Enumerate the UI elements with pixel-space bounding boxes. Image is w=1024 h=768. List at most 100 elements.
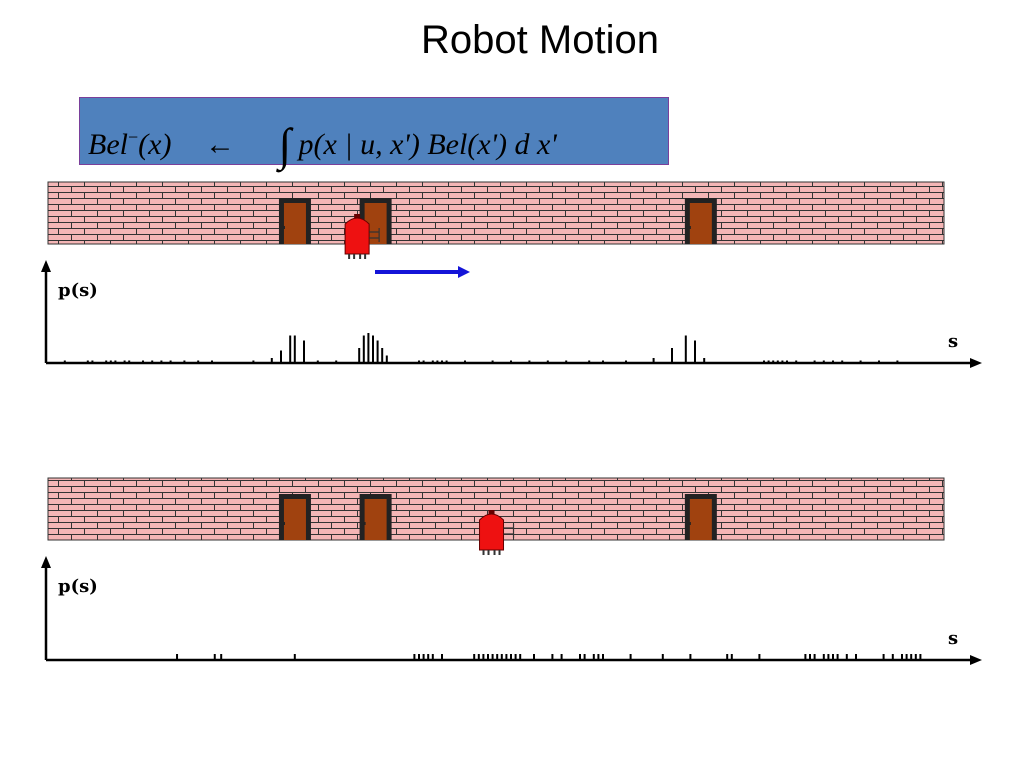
histogram-bar bbox=[293, 654, 296, 660]
y-axis-arrowhead bbox=[41, 260, 51, 272]
formula-arrow: ← bbox=[204, 128, 235, 161]
door-handle bbox=[686, 522, 691, 525]
robot-icon bbox=[479, 510, 515, 555]
histogram-bar bbox=[362, 335, 365, 363]
prediction-formula: Bel−(x) ← ∫ p(x | u, x') Bel(x') d x' bbox=[88, 112, 557, 170]
x-axis-label: s bbox=[948, 628, 958, 649]
robot-icon bbox=[344, 214, 380, 259]
histogram-bar bbox=[183, 360, 186, 363]
histogram-bar bbox=[832, 360, 834, 363]
histogram-bar bbox=[602, 360, 604, 363]
y-axis-arrowhead bbox=[41, 556, 51, 568]
histogram-bar bbox=[142, 360, 144, 363]
door bbox=[278, 198, 311, 244]
histogram-bar bbox=[491, 360, 494, 363]
robot-sensor bbox=[503, 524, 515, 538]
histogram-bar bbox=[813, 360, 816, 363]
y-axis-label: p(s) bbox=[58, 280, 98, 301]
histogram-bar bbox=[303, 340, 305, 363]
formula-lhs-superscript: − bbox=[127, 127, 139, 147]
histogram-bar bbox=[220, 654, 223, 660]
histogram-bar bbox=[482, 654, 485, 660]
histogram-bar bbox=[905, 654, 908, 660]
door-handle bbox=[280, 226, 285, 229]
histogram-bar bbox=[592, 654, 595, 660]
motion-panel-before: p(s)s bbox=[41, 181, 982, 368]
histogram-bar bbox=[841, 360, 844, 363]
histogram-bar bbox=[289, 335, 292, 363]
robot-wheel bbox=[364, 254, 367, 259]
histogram-bar bbox=[684, 335, 687, 363]
histogram-bar bbox=[629, 654, 632, 660]
histogram-bar bbox=[910, 654, 913, 660]
histogram-bar bbox=[252, 360, 255, 363]
door-handle bbox=[361, 522, 366, 525]
histogram-bar bbox=[859, 360, 862, 363]
histogram-bar bbox=[786, 360, 788, 363]
histogram-bar bbox=[160, 360, 163, 363]
histogram-bar bbox=[358, 348, 361, 363]
robot-body bbox=[479, 513, 505, 551]
histogram-bar bbox=[579, 654, 581, 660]
histogram-bar bbox=[270, 358, 273, 363]
door bbox=[684, 198, 717, 244]
robot-wheel bbox=[498, 550, 501, 555]
formula-differential: d x' bbox=[514, 128, 557, 161]
motion-panel-after: p(s)s bbox=[41, 477, 982, 665]
door-panel bbox=[364, 203, 387, 244]
histogram-bar bbox=[376, 340, 379, 363]
histogram-bar bbox=[473, 654, 476, 660]
histogram-bar bbox=[128, 360, 131, 363]
histogram-bar bbox=[625, 360, 627, 363]
integral-sign: ∫ bbox=[278, 119, 292, 170]
histogram-bar bbox=[781, 360, 784, 363]
histogram-bar bbox=[827, 654, 830, 660]
histogram-bar bbox=[91, 360, 94, 363]
motion-arrow-head bbox=[458, 266, 470, 278]
histogram-bar bbox=[661, 654, 664, 660]
slide-title: Robot Motion bbox=[421, 18, 659, 62]
histogram-bar bbox=[510, 654, 512, 660]
door-panel bbox=[283, 203, 306, 244]
histogram-bar bbox=[671, 348, 673, 363]
histogram-bar bbox=[551, 654, 554, 660]
histogram-bar bbox=[813, 654, 816, 660]
door bbox=[359, 494, 392, 540]
histogram-bar bbox=[372, 335, 374, 363]
histogram-bar bbox=[381, 348, 384, 363]
robot-wheel bbox=[493, 550, 496, 555]
histogram-bar bbox=[500, 654, 503, 660]
histogram-bar bbox=[422, 654, 425, 660]
histogram-bar bbox=[422, 360, 425, 363]
door-panel bbox=[364, 499, 387, 540]
histogram-bar bbox=[546, 360, 549, 363]
histogram-bar bbox=[413, 654, 416, 660]
histogram-bar bbox=[809, 654, 811, 660]
robot-sensor bbox=[369, 228, 380, 242]
histogram-bar bbox=[427, 654, 430, 660]
x-axis-arrowhead bbox=[970, 358, 982, 368]
door bbox=[684, 494, 717, 540]
histogram-bar bbox=[385, 355, 388, 363]
histogram-bar bbox=[583, 654, 586, 660]
histogram-bar bbox=[418, 654, 420, 660]
robot-head bbox=[354, 214, 361, 218]
robot-wheel bbox=[482, 550, 485, 555]
motion-arrow bbox=[375, 266, 470, 278]
histogram-bar bbox=[293, 335, 296, 363]
robot-wheel bbox=[348, 254, 351, 259]
histogram-bar bbox=[431, 360, 434, 363]
histogram-bar bbox=[597, 654, 600, 660]
histogram-bar bbox=[776, 360, 779, 363]
histogram-bar bbox=[882, 654, 885, 660]
histogram-bar bbox=[855, 654, 857, 660]
histogram-bar bbox=[896, 360, 899, 363]
histogram-bar bbox=[211, 360, 213, 363]
robot-wheel bbox=[353, 254, 356, 259]
histogram-bar bbox=[914, 654, 917, 660]
door-panel bbox=[689, 203, 712, 244]
histogram-bar bbox=[588, 360, 591, 363]
formula-lhs: Bel bbox=[88, 128, 128, 161]
histogram-bar bbox=[441, 654, 443, 660]
histogram-bar bbox=[804, 654, 807, 660]
